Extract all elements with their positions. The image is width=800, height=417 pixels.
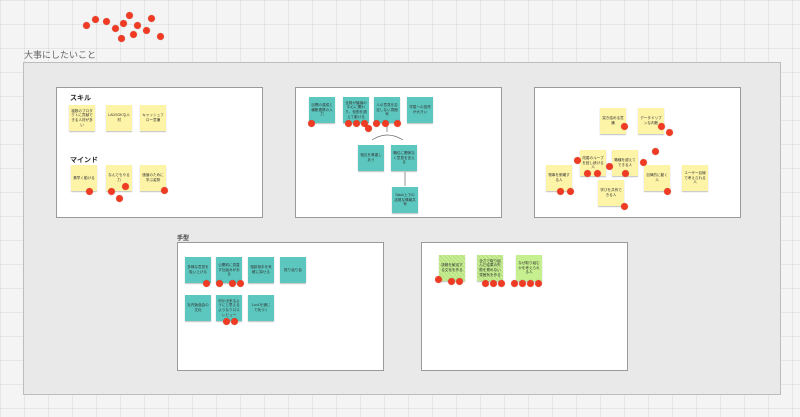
- sticky-note[interactable]: 多様な意見を吸い上げる: [185, 257, 211, 283]
- sticky-note[interactable]: 価値のために学ぶ姿勢: [140, 165, 166, 191]
- sticky-note[interactable]: 相互を尊重しあう: [358, 145, 384, 171]
- vote-dot[interactable]: [606, 163, 613, 170]
- vote-dot[interactable]: [103, 18, 110, 25]
- sticky-note[interactable]: 振り返り会: [280, 257, 306, 283]
- vote-dot[interactable]: [108, 188, 115, 195]
- vote-dot[interactable]: [382, 120, 389, 127]
- sticky-note[interactable]: データドリブンな判断: [638, 108, 664, 134]
- sticky-note[interactable]: 全力で取り組んだ結果の失敗を責めない雰囲気を作る: [477, 255, 503, 281]
- sticky-note[interactable]: 学習への投資が大きい: [407, 97, 433, 123]
- vote-dot[interactable]: [498, 280, 505, 287]
- vote-dot[interactable]: [535, 280, 542, 287]
- vote-dot[interactable]: [112, 25, 119, 32]
- tekata-section-label: 手型: [177, 236, 190, 242]
- vote-dot[interactable]: [229, 280, 236, 287]
- vote-dot[interactable]: [666, 129, 673, 136]
- vote-dot[interactable]: [557, 188, 564, 195]
- sticky-note[interactable]: LADSOKな人材: [106, 105, 132, 131]
- vote-dot[interactable]: [519, 280, 526, 287]
- vote-dot[interactable]: [490, 280, 497, 287]
- sticky-note[interactable]: 目標の達成と横断連携の入力: [309, 97, 335, 123]
- vote-dot[interactable]: [365, 125, 372, 132]
- sticky-note[interactable]: 挑戦を歓迎する文化を作る: [439, 255, 465, 281]
- vote-dot[interactable]: [345, 120, 352, 127]
- vote-dot[interactable]: [118, 35, 125, 42]
- vote-dot[interactable]: [120, 20, 127, 27]
- vote-dot[interactable]: [482, 280, 489, 287]
- vote-dot[interactable]: [567, 188, 574, 195]
- vote-dot[interactable]: [594, 170, 601, 177]
- sticky-note[interactable]: ユーザー目線で考えられる人: [682, 165, 708, 191]
- vote-dot[interactable]: [116, 195, 123, 202]
- vote-dot[interactable]: [361, 120, 368, 127]
- sticky-note[interactable]: 学びを共有できる人: [598, 180, 624, 206]
- sticky-note[interactable]: 1on1を通じて気づく: [248, 295, 274, 321]
- vote-dot[interactable]: [83, 22, 90, 29]
- sticky-note[interactable]: 複数のプロダクトに貢献できる人材が多い: [69, 105, 95, 131]
- vote-dot[interactable]: [161, 187, 168, 194]
- sticky-note[interactable]: 公開前に見直す仕組みがある: [216, 257, 242, 283]
- vote-dot[interactable]: [122, 183, 129, 190]
- vote-dot[interactable]: [86, 188, 93, 195]
- vote-dot[interactable]: [621, 123, 628, 130]
- vote-dot[interactable]: [92, 16, 99, 23]
- vote-dot[interactable]: [664, 188, 671, 195]
- vote-dot[interactable]: [223, 318, 230, 325]
- vote-dot[interactable]: [448, 278, 455, 285]
- sticky-note[interactable]: キャッシュフロー意識: [140, 105, 166, 131]
- vote-dot[interactable]: [621, 203, 628, 210]
- sticky-note[interactable]: 突き詰める意識: [600, 108, 626, 134]
- sticky-note[interactable]: なぜ取り組むかを考えられる人: [516, 255, 542, 281]
- vote-dot[interactable]: [511, 280, 518, 287]
- vote-dot[interactable]: [574, 157, 581, 164]
- sticky-note[interactable]: 全員が議論の中心に関わり、役割を超えて動ける: [343, 97, 369, 123]
- vote-dot[interactable]: [353, 120, 360, 127]
- vote-dot[interactable]: [640, 159, 647, 166]
- vote-dot[interactable]: [148, 15, 155, 22]
- sticky-note[interactable]: Slack上での活発な情報共有: [392, 187, 418, 213]
- vote-dot[interactable]: [237, 280, 244, 287]
- vote-dot[interactable]: [231, 318, 238, 325]
- sticky-note[interactable]: 素早く動ける: [71, 165, 97, 191]
- sticky-note[interactable]: 相談相手を気軽に探せる: [248, 257, 274, 283]
- vote-dot[interactable]: [584, 170, 591, 177]
- vote-dot[interactable]: [308, 120, 315, 127]
- vote-dot[interactable]: [394, 120, 401, 127]
- vote-dot[interactable]: [527, 280, 534, 287]
- vote-dot[interactable]: [130, 31, 137, 38]
- vote-dot[interactable]: [134, 22, 141, 29]
- vote-dot[interactable]: [373, 120, 380, 127]
- sticky-note[interactable]: 職位に関係なく意見を言える: [391, 145, 417, 171]
- sticky-note[interactable]: 社内勉強会の文化: [185, 295, 211, 321]
- vote-dot[interactable]: [456, 278, 463, 285]
- vote-dot[interactable]: [622, 170, 629, 177]
- vote-dot[interactable]: [143, 27, 150, 34]
- vote-dot[interactable]: [157, 33, 164, 40]
- vote-dot[interactable]: [435, 276, 442, 283]
- outer-frame-title: 大事にしたいこと: [24, 50, 97, 60]
- sticky-note[interactable]: 何か出来るようにと思えるようなクロスレビュー: [216, 295, 242, 321]
- mind-section-label: マインド: [70, 157, 98, 164]
- sticky-note[interactable]: 人の意見を否定しない雰囲気: [374, 97, 400, 123]
- sticky-note[interactable]: 自律的に動く人: [644, 165, 670, 191]
- vote-dot[interactable]: [216, 280, 223, 287]
- vote-dot[interactable]: [658, 123, 665, 130]
- vote-dot[interactable]: [652, 148, 659, 155]
- vote-dot[interactable]: [203, 280, 210, 287]
- vote-dot[interactable]: [126, 12, 133, 19]
- sticky-note[interactable]: 物事を俯瞰する人: [546, 165, 572, 191]
- skill-section-label: スキル: [70, 95, 91, 102]
